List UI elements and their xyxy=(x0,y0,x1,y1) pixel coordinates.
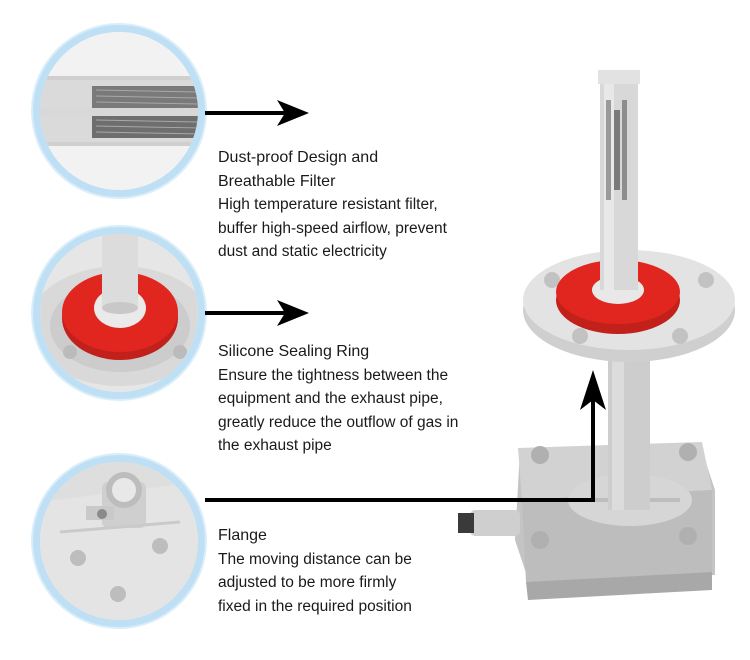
feature-description: High temperature resistant filter, xyxy=(218,196,438,213)
sealing-ring-closeup-image xyxy=(40,234,198,392)
arrow-right-icon xyxy=(205,300,309,326)
feature-description: adjusted to be more firmly xyxy=(218,574,397,591)
feature-description: dust and static electricity xyxy=(218,243,387,260)
feature-description: greatly reduce the outflow of gas in xyxy=(218,413,459,431)
feature-description: fixed in the required position xyxy=(218,597,412,615)
feature-title: Dust-proof Design and xyxy=(218,149,379,166)
feature-description: the exhaust pipe xyxy=(218,437,332,454)
feature-title: Silicone Sealing Ring xyxy=(218,343,370,360)
connector-line xyxy=(205,498,595,502)
feature-title: Breathable Filter xyxy=(218,172,336,190)
feature-title: Flange xyxy=(218,527,267,544)
feature-description: The moving distance can be xyxy=(218,550,412,568)
feature-flange: Flange The moving distance can be adjust… xyxy=(218,524,412,618)
filter-closeup-image xyxy=(40,32,198,190)
feature-sealing-ring: Silicone Sealing Ring Ensure the tightne… xyxy=(218,340,458,458)
arrow-right-icon xyxy=(205,100,309,126)
feature-description: buffer high-speed airflow, prevent xyxy=(218,219,447,237)
feature-dust-proof: Dust-proof Design and Breathable Filter … xyxy=(218,146,447,264)
flange-closeup-image xyxy=(40,462,198,620)
feature-description: equipment and the exhaust pipe, xyxy=(218,390,443,407)
sensor-product-image xyxy=(458,70,735,600)
feature-description: Ensure the tightness between the xyxy=(218,366,449,384)
